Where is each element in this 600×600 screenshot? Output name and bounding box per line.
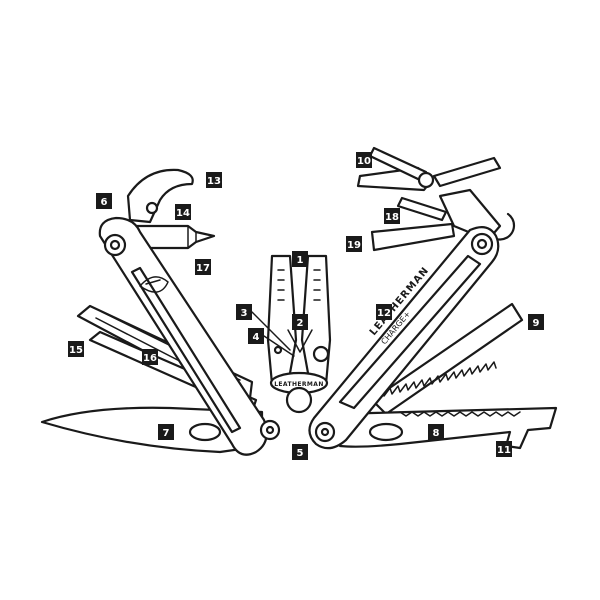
callout-label: 19: [347, 240, 361, 251]
leaf-logo: [139, 276, 169, 293]
callout-box: [142, 349, 158, 365]
callout-label: 2: [297, 318, 304, 329]
callout-label: 1: [297, 255, 304, 266]
callout-10: 10: [356, 152, 372, 168]
wire-cutter: [287, 329, 313, 353]
callout-box: [292, 251, 308, 267]
callout-14: 14: [175, 204, 191, 220]
saw-teeth: [375, 361, 497, 399]
callout-label: 9: [533, 318, 540, 329]
serrated-blade-thumbhole: [368, 422, 404, 442]
callout-label: 4: [253, 332, 260, 343]
callout-7: 7: [158, 424, 174, 440]
callout-4: 4: [248, 328, 264, 344]
callout-label: 10: [357, 156, 371, 167]
callout-12: 12: [376, 304, 392, 320]
callout-box: [158, 424, 174, 440]
pivot-brand-text: LEATHERMAN: [274, 381, 324, 388]
wire-stripper-tool: [370, 222, 456, 252]
callout-box: [356, 152, 372, 168]
callout-label: 8: [433, 428, 440, 439]
left-handle-pivot-top-inner: [109, 239, 121, 251]
bottle-opener-hole: [145, 201, 159, 215]
callout-1: 1: [292, 251, 308, 267]
plier-jaw-left: [266, 254, 298, 386]
callout-17: 17: [195, 259, 211, 275]
callout-16: 16: [142, 349, 158, 365]
callout-label: 7: [163, 428, 170, 439]
callout-box: [206, 172, 222, 188]
scissors-handle: [432, 156, 502, 188]
callout-label: 14: [176, 208, 190, 219]
callout-label: 17: [196, 263, 210, 274]
callout-15: 15: [68, 341, 84, 357]
callout-box: [195, 259, 211, 275]
callout-label: 12: [377, 308, 391, 319]
left-handle-cutout: [130, 266, 242, 434]
callout-3: 3: [236, 304, 252, 320]
callout-label: 15: [69, 345, 83, 356]
callout-label: 3: [241, 308, 248, 319]
saw-tool: [370, 302, 524, 416]
callout-box: [496, 441, 512, 457]
callout-9: 9: [528, 314, 544, 330]
callout-label: 13: [207, 176, 221, 187]
callout-box: [346, 236, 362, 252]
callout-box: [292, 314, 308, 330]
callout-box: [376, 304, 392, 320]
callout-5: 5: [292, 444, 308, 460]
callout-label: 6: [101, 197, 108, 208]
callout-8: 8: [428, 424, 444, 440]
callout-box: [428, 424, 444, 440]
plier-pin: [273, 345, 283, 355]
scissors-pivot: [417, 171, 435, 189]
callout-label: 5: [297, 448, 304, 459]
leader-line: [263, 335, 295, 357]
callout-6: 6: [96, 193, 112, 209]
callout-box: [236, 304, 252, 320]
callout-2: 2: [292, 314, 308, 330]
callout-13: 13: [206, 172, 222, 188]
left-handle-pivot-bottom-inner: [265, 425, 275, 435]
small-driver-tool: [396, 196, 448, 222]
leader-line: [251, 311, 291, 351]
callout-box: [528, 314, 544, 330]
callout-box: [175, 204, 191, 220]
callout-box: [292, 444, 308, 460]
bit-driver-tip: [187, 225, 197, 249]
callout-label: 16: [143, 353, 157, 364]
bottle-opener-tool: [126, 168, 194, 224]
plier-bolt: [312, 345, 330, 363]
center-pivot: [285, 386, 313, 414]
callout-19: 19: [346, 236, 362, 252]
callout-box: [96, 193, 112, 209]
callout-label: 18: [385, 212, 399, 223]
callout-box: [248, 328, 264, 344]
serrated-teeth: [399, 411, 521, 417]
main-blade-thumbhole: [188, 422, 222, 442]
callout-18: 18: [384, 208, 400, 224]
callout-11: 11: [496, 441, 512, 457]
callout-label: 11: [497, 445, 511, 456]
plier-jaw-grip: [277, 269, 321, 301]
callout-box: [68, 341, 84, 357]
callout-box: [384, 208, 400, 224]
right-handle-pivot-top-inner: [476, 238, 488, 250]
right-handle-panel: [338, 254, 482, 410]
right-handle-pivot-bottom-inner: [320, 427, 330, 437]
